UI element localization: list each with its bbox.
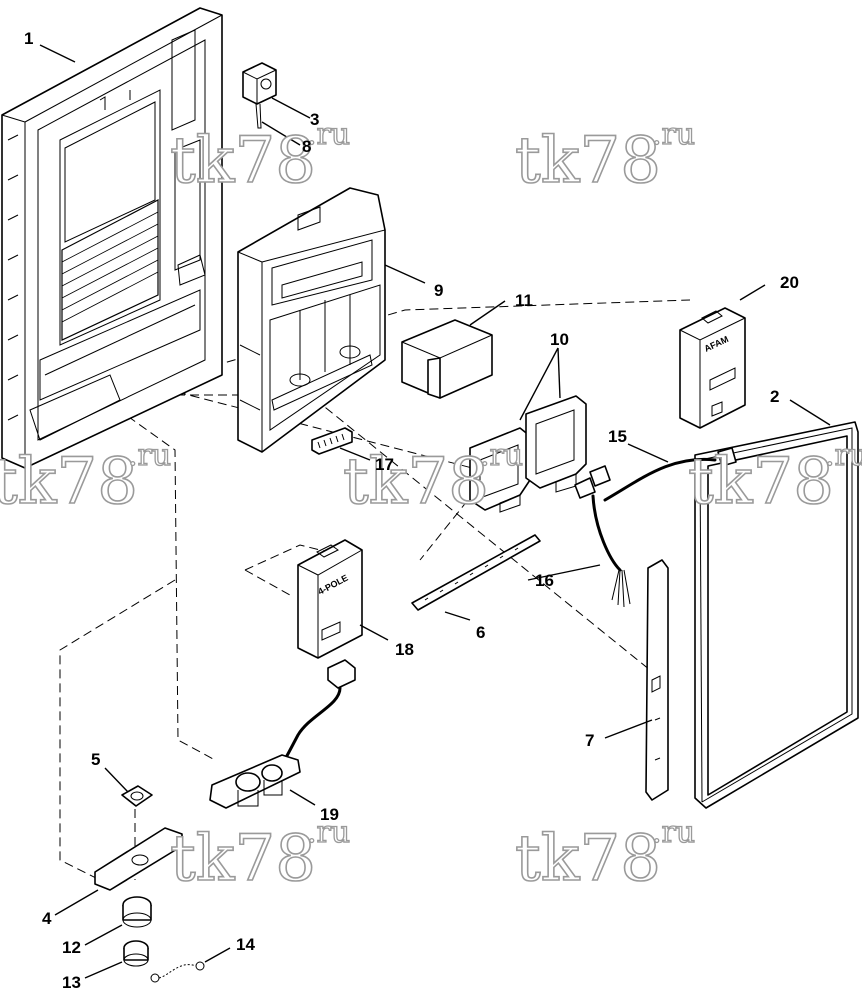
watermark-text: tk78 bbox=[0, 445, 138, 519]
watermark-suffix: .ru bbox=[307, 815, 350, 850]
part-3-8-fitting bbox=[242, 62, 277, 129]
watermark-suffix: .ru bbox=[652, 815, 695, 850]
callout-16: 16 bbox=[535, 571, 554, 590]
part-7-door-bracket bbox=[645, 559, 669, 801]
watermark-suffix: .ru bbox=[825, 438, 862, 473]
callout-18: 18 bbox=[395, 640, 414, 659]
callout-4: 4 bbox=[42, 909, 52, 928]
callout-7: 7 bbox=[585, 731, 594, 750]
callout-1: 1 bbox=[24, 29, 33, 48]
callout-6: 6 bbox=[476, 623, 485, 642]
part-1-liner-housing bbox=[1, 7, 223, 469]
part-10-control-modules bbox=[469, 395, 587, 513]
watermark-text: tk78 bbox=[515, 822, 661, 896]
watermark-text: tk78 bbox=[343, 445, 489, 519]
callout-8: 8 bbox=[302, 137, 311, 156]
callout-17: 17 bbox=[375, 455, 394, 474]
part-2-door-gasket bbox=[694, 421, 859, 809]
callout-10: 10 bbox=[550, 330, 569, 349]
part-15-16-wire-harness bbox=[574, 447, 737, 608]
callout-14: 14 bbox=[236, 935, 255, 954]
callout-19: 19 bbox=[320, 805, 339, 824]
part-5-gasket bbox=[121, 785, 153, 807]
leader-lines bbox=[39, 44, 831, 979]
callout-5: 5 bbox=[91, 750, 100, 769]
watermark-suffix: .ru bbox=[480, 438, 523, 473]
callout-3: 3 bbox=[310, 110, 319, 129]
callout-12: 12 bbox=[62, 938, 81, 957]
part-6-bracket-strip bbox=[411, 534, 541, 611]
callout-20: 20 bbox=[780, 273, 799, 292]
watermark-text: tk78 bbox=[170, 822, 316, 896]
callout-2: 2 bbox=[770, 387, 779, 406]
part-18-fourpole-module: 4-POLE bbox=[278, 539, 363, 770]
part-20-afam-module: AFAM bbox=[679, 307, 746, 429]
watermarks: tk78 .ru tk78 .ru tk78 .ru tk78 .ru tk78… bbox=[0, 116, 862, 896]
part-4-mounting-bracket bbox=[94, 827, 183, 891]
callout-13: 13 bbox=[62, 973, 81, 992]
watermark-text: tk78 bbox=[170, 124, 316, 198]
watermark-text: tk78 bbox=[688, 445, 834, 519]
callout-9: 9 bbox=[434, 281, 443, 300]
callout-15: 15 bbox=[608, 427, 627, 446]
watermark-text: tk78 bbox=[515, 124, 661, 198]
part-12-13-14-fittings bbox=[122, 896, 205, 983]
part-17-connector-block bbox=[311, 427, 353, 455]
callout-numbers: 1 3 8 9 11 10 20 2 15 17 16 6 18 7 5 19 … bbox=[24, 29, 799, 992]
part-19-fitting-bracket bbox=[209, 754, 301, 809]
callout-11: 11 bbox=[515, 291, 533, 310]
part-11-duct bbox=[401, 319, 493, 399]
watermark-suffix: .ru bbox=[128, 438, 171, 473]
watermark-suffix: .ru bbox=[652, 117, 695, 152]
watermark-suffix: .ru bbox=[307, 117, 350, 152]
part-9-dispenser-housing bbox=[237, 187, 386, 453]
